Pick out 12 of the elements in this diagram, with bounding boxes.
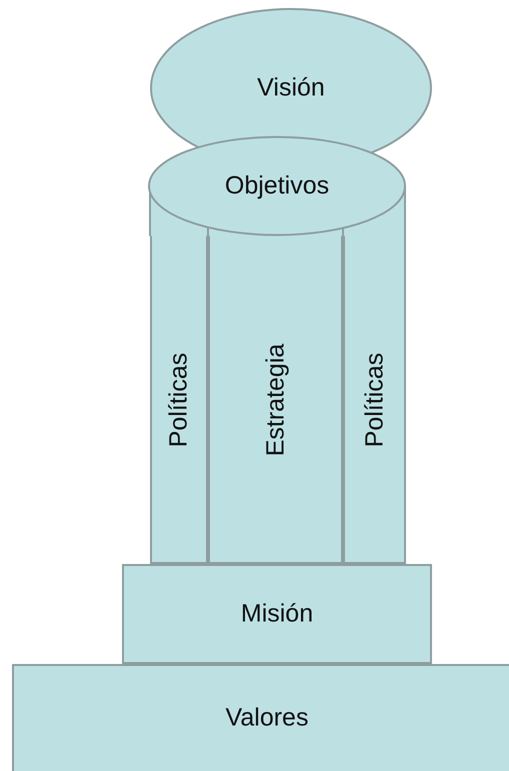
node-label: Estrategia: [261, 344, 290, 456]
ellipse-node: [148, 136, 406, 236]
pillar-column: [343, 236, 406, 564]
block-node: [122, 564, 432, 664]
node-label: Políticas: [360, 352, 389, 448]
node-label: Visión: [257, 74, 325, 102]
block-node: [12, 664, 509, 771]
pillar-column: [150, 236, 208, 564]
node-label: Objetivos: [224, 172, 330, 200]
node-label: Valores: [226, 704, 308, 732]
node-label: Misión: [240, 600, 314, 628]
node-label: Políticas: [164, 352, 194, 448]
